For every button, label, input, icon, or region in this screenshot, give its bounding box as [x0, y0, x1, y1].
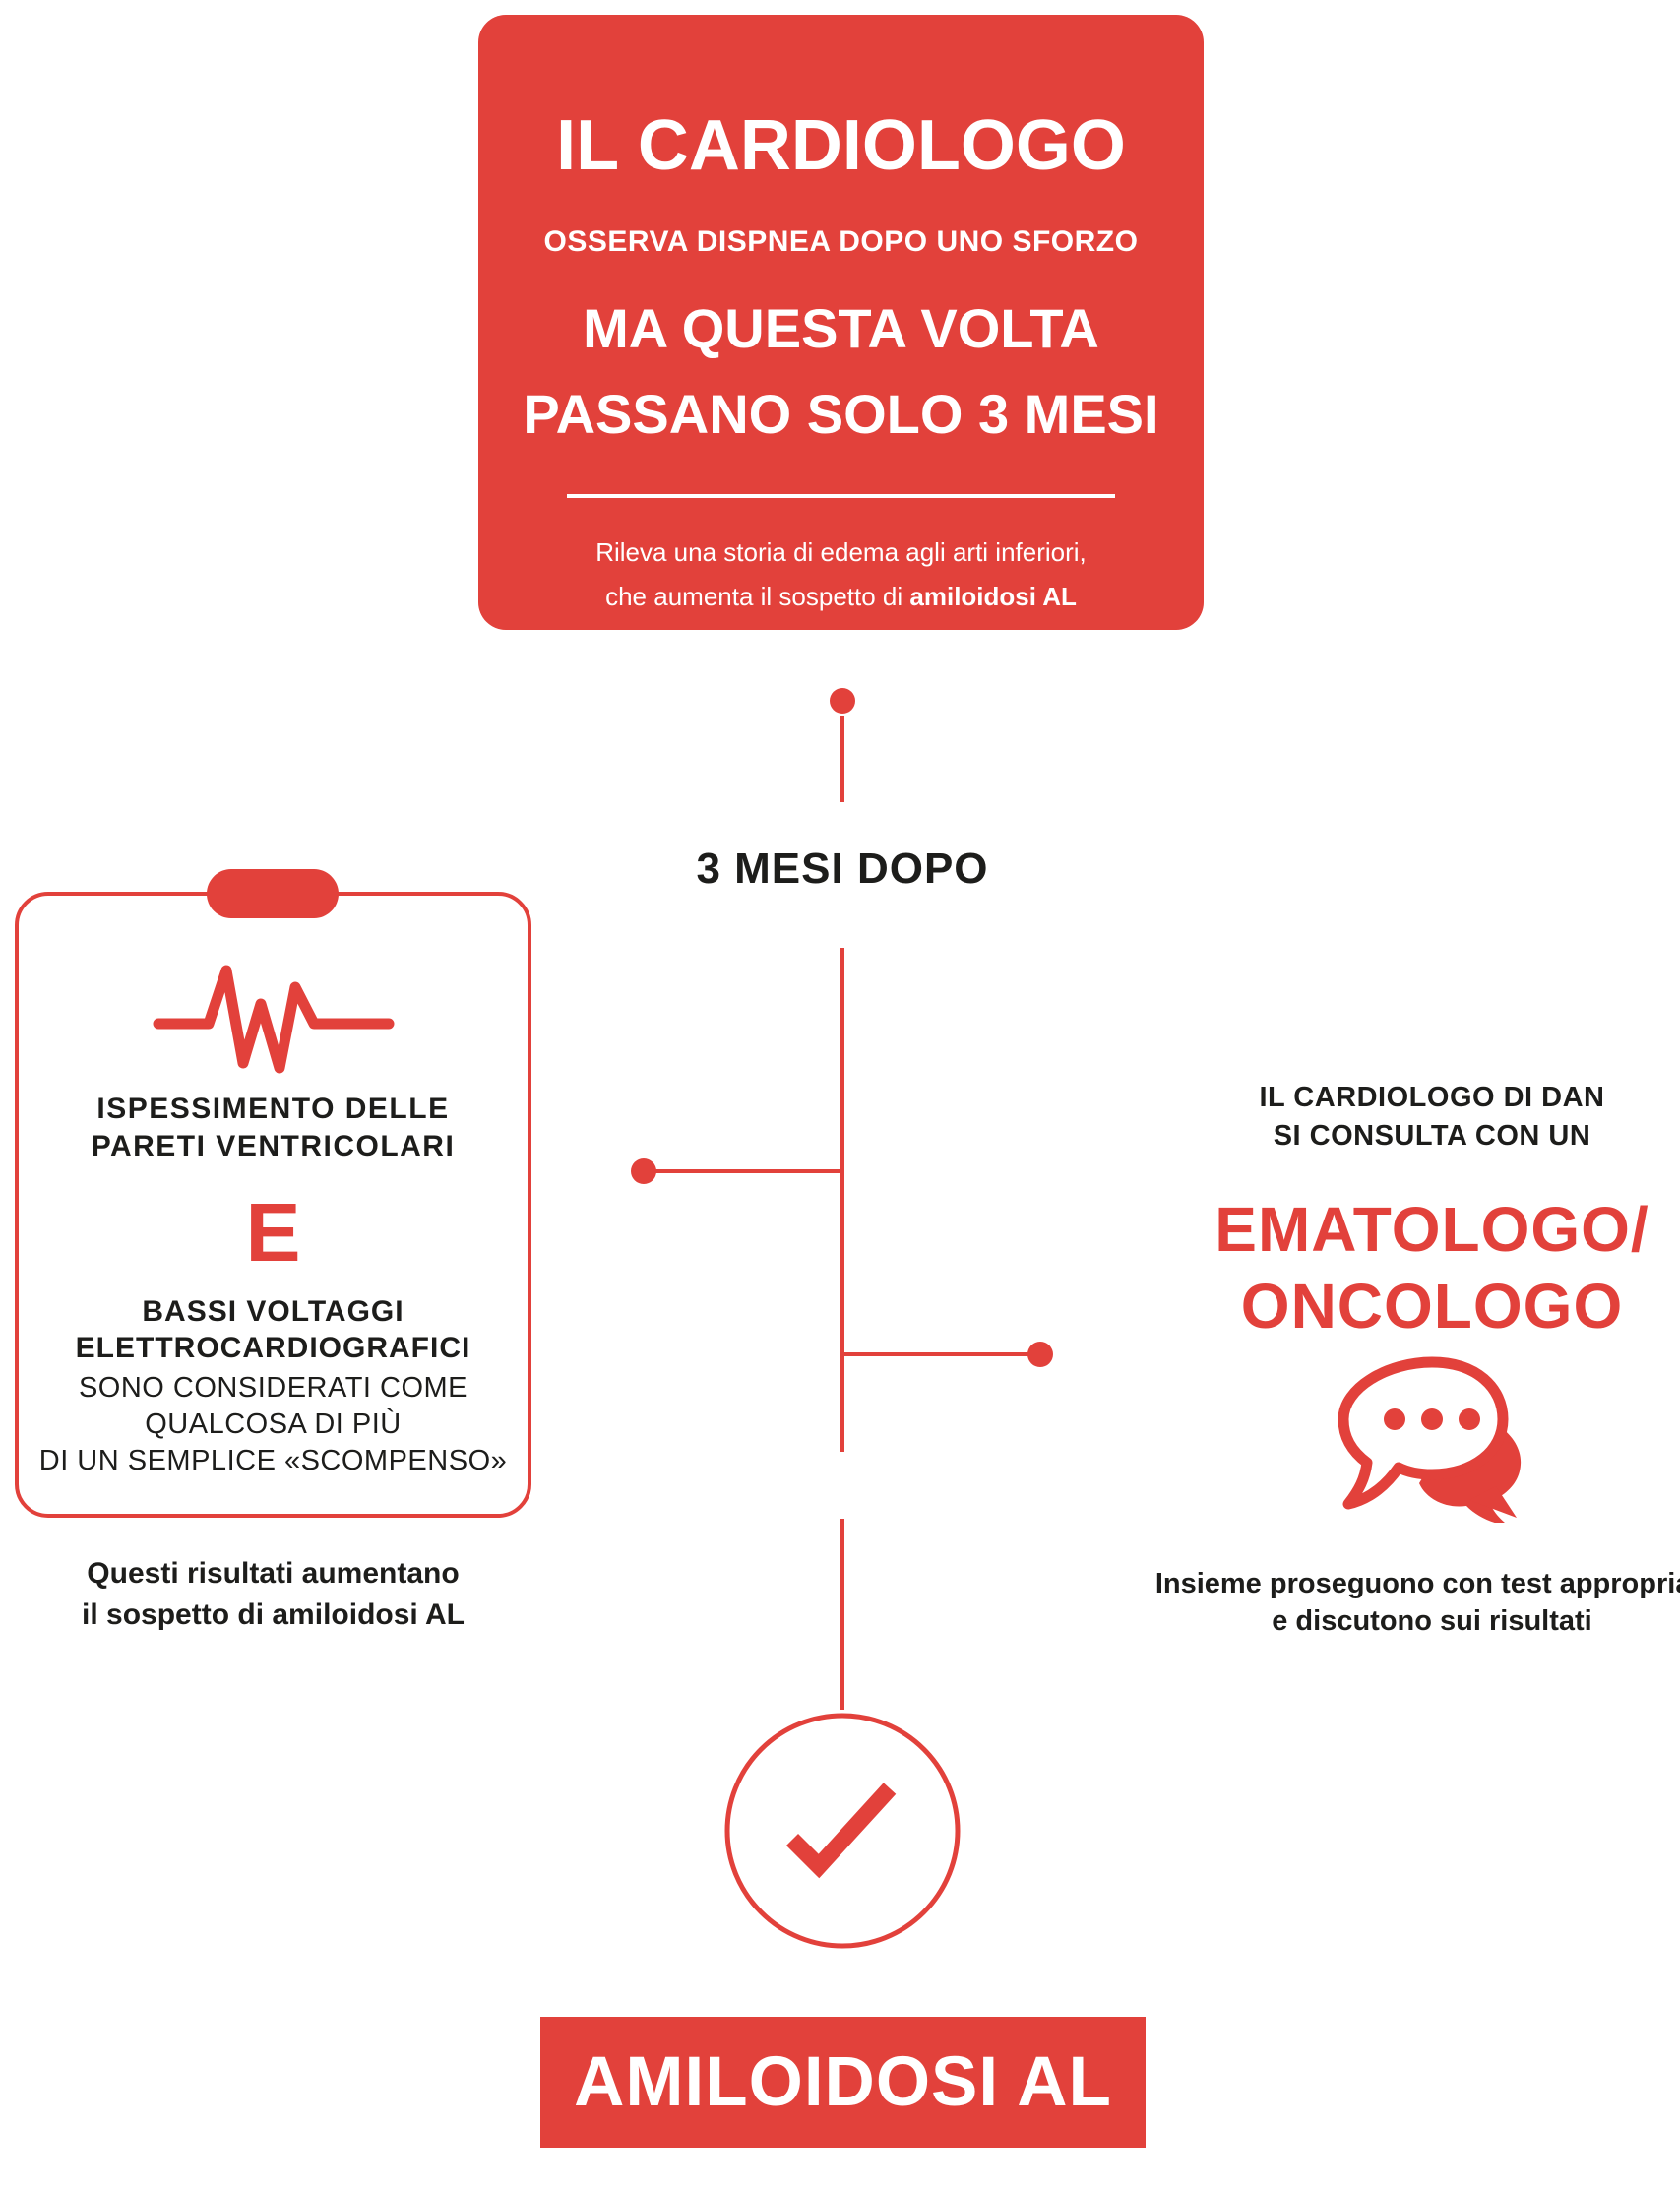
ecg-card-conjunction: E	[245, 1186, 301, 1279]
header-body: Rileva una storia di edema agli arti inf…	[508, 531, 1174, 619]
ecg-findings-card: ISPESSIMENTO DELLE PARETI VENTRICOLARI E…	[15, 892, 531, 1518]
header-title: IL CARDIOLOGO	[556, 106, 1126, 185]
result-banner: AMILOIDOSI AL	[540, 2017, 1146, 2148]
consult-specialist-line1: EMATOLOGO/	[1214, 1194, 1649, 1265]
timeline-segment-2	[840, 948, 844, 1452]
header-body-line2: che aumenta il sospetto di	[605, 582, 910, 611]
consult-caption-line2: e discutono sui risultati	[1272, 1605, 1592, 1637]
consult-specialist: EMATOLOGO/ ONCOLOGO	[1147, 1191, 1680, 1345]
timeline-branch-right	[842, 1352, 1040, 1356]
consult-intro-line2: SI CONSULTA CON UN	[1273, 1120, 1591, 1152]
header-headline-line1: MA QUESTA VOLTA	[583, 297, 1099, 359]
timeline-segment-1	[840, 716, 844, 802]
ecg-card-subheading-line1: BASSI VOLTAGGI	[142, 1295, 404, 1328]
timeline-start-dot-icon	[830, 688, 855, 714]
consult-caption-line1: Insieme proseguono con test appropriati	[1154, 1568, 1680, 1599]
ecg-card-caption-line1: Questi risultati aumentano	[87, 1557, 460, 1590]
timeline-branch-left	[644, 1169, 842, 1173]
consult-caption: Insieme proseguono con test appropriati …	[1147, 1565, 1680, 1640]
consult-specialist-line2: ONCOLOGO	[1240, 1271, 1624, 1342]
ecg-card-body-line3: DI UN SEMPLICE «SCOMPENSO»	[38, 1445, 508, 1476]
ecg-card-heading-line2: PARETI VENTRICOLARI	[91, 1130, 456, 1162]
header-body-line1: Rileva una storia di edema agli arti inf…	[595, 537, 1087, 567]
timeline-branch-right-dot-icon	[1027, 1342, 1053, 1367]
ecg-card-caption-line2: il sospetto di amiloidosi AL	[82, 1598, 465, 1631]
ecg-card-subheading: BASSI VOLTAGGI ELETTROCARDIOGRAFICI	[19, 1293, 528, 1366]
speech-bubbles-icon	[1338, 1356, 1522, 1523]
ecg-card-heading: ISPESSIMENTO DELLE PARETI VENTRICOLARI	[19, 1091, 528, 1165]
ecg-card-body-line2: QUALCOSA DI PIÙ	[145, 1408, 402, 1440]
timeline-branch-left-dot-icon	[631, 1158, 656, 1184]
ecg-heartbeat-icon	[153, 965, 394, 1074]
header-body-line2-bold: amiloidosi AL	[909, 582, 1077, 611]
clipboard-clip-icon	[207, 869, 339, 918]
timeline-segment-3	[840, 1519, 844, 1710]
ecg-card-heading-line1: ISPESSIMENTO DELLE	[96, 1093, 450, 1125]
header-divider	[567, 494, 1115, 498]
checkmark-icon	[724, 1713, 961, 1949]
timeline-label: 3 MESI DOPO	[696, 845, 989, 893]
ecg-card-caption: Questi risultati aumentano il sospetto d…	[15, 1553, 531, 1636]
ecg-card-body: SONO CONSIDERATI COME QUALCOSA DI PIÙ DI…	[19, 1370, 528, 1479]
consult-intro: IL CARDIOLOGO DI DAN SI CONSULTA CON UN	[1147, 1079, 1680, 1156]
header-subtitle: OSSERVA DISPNEA DOPO UNO SFORZO	[543, 225, 1139, 258]
consult-intro-line1: IL CARDIOLOGO DI DAN	[1259, 1082, 1605, 1113]
ecg-card-body-line1: SONO CONSIDERATI COME	[78, 1372, 468, 1404]
header-card: IL CARDIOLOGO OSSERVA DISPNEA DOPO UNO S…	[478, 15, 1204, 630]
ecg-card-subheading-line2: ELETTROCARDIOGRAFICI	[75, 1332, 471, 1364]
header-headline-line2: PASSANO SOLO 3 MESI	[523, 383, 1159, 445]
